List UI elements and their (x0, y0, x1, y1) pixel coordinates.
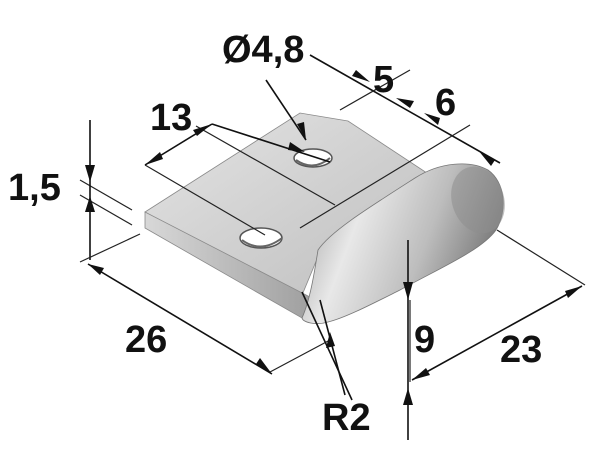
label-height-9: 9 (414, 319, 435, 361)
label-spacing-13: 13 (150, 97, 192, 139)
label-thickness: 1,5 (8, 167, 61, 209)
dimension-lines (79, 54, 586, 440)
label-slot-5: 5 (373, 59, 394, 101)
label-hole-diameter: Ø4,8 (222, 29, 304, 71)
lower-hole (239, 227, 283, 249)
curl-end-cap (451, 166, 505, 234)
label-depth-23: 23 (500, 329, 542, 371)
label-slot-6: 6 (435, 82, 456, 124)
hinge-plate (144, 112, 505, 325)
dimension-labels: Ø4,8 5 6 13 1,5 26 9 23 R2 (8, 29, 542, 439)
label-radius: R2 (322, 397, 371, 439)
label-width-26: 26 (125, 319, 167, 361)
